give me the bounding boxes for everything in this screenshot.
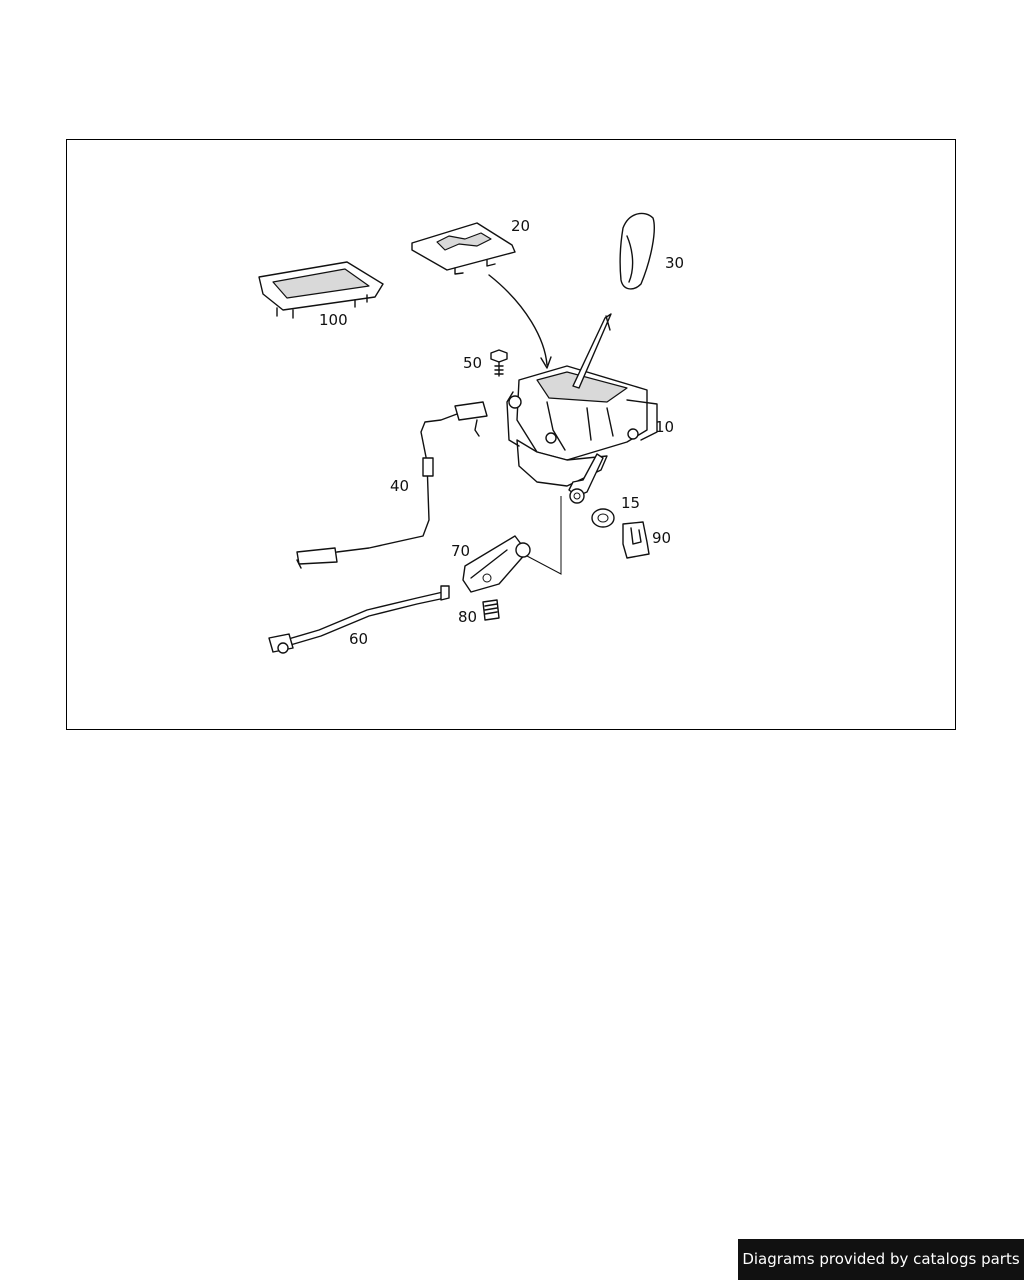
callout-30: 30 xyxy=(665,254,684,272)
part-15-bushing[interactable] xyxy=(591,508,615,528)
callout-10: 10 xyxy=(655,418,674,436)
arrow-20-to-10 xyxy=(488,274,548,366)
parts-diagram: 100 20 30 50 10 40 15 90 70 80 60 xyxy=(258,212,684,654)
callout-100: 100 xyxy=(319,311,348,329)
callout-60: 60 xyxy=(349,630,368,648)
footer-text: Diagrams provided by catalogs parts xyxy=(742,1250,1020,1268)
callout-70: 70 xyxy=(451,542,470,560)
part-50-bolt[interactable] xyxy=(490,349,508,377)
part-70-bracket[interactable] xyxy=(462,535,531,593)
callout-40: 40 xyxy=(390,477,409,495)
footer-banner: Diagrams provided by catalogs parts xyxy=(738,1239,1024,1280)
arrow-head xyxy=(540,356,552,369)
part-60-rod[interactable] xyxy=(268,585,450,654)
part-40-cable[interactable] xyxy=(296,401,488,569)
callout-50: 50 xyxy=(463,354,482,372)
callout-15: 15 xyxy=(621,494,640,512)
part-10-shifter-housing[interactable] xyxy=(506,313,658,575)
part-20-gate-cover[interactable] xyxy=(411,222,516,275)
callout-90: 90 xyxy=(652,529,671,547)
part-90-clip[interactable] xyxy=(622,521,650,559)
part-100-trim-frame[interactable] xyxy=(258,261,384,319)
callout-80: 80 xyxy=(458,608,477,626)
callout-20: 20 xyxy=(511,217,530,235)
part-80-spring[interactable] xyxy=(482,599,500,621)
diagram-frame: 100 20 30 50 10 40 15 90 70 80 60 xyxy=(66,139,956,730)
part-30-shift-knob[interactable] xyxy=(619,212,655,290)
